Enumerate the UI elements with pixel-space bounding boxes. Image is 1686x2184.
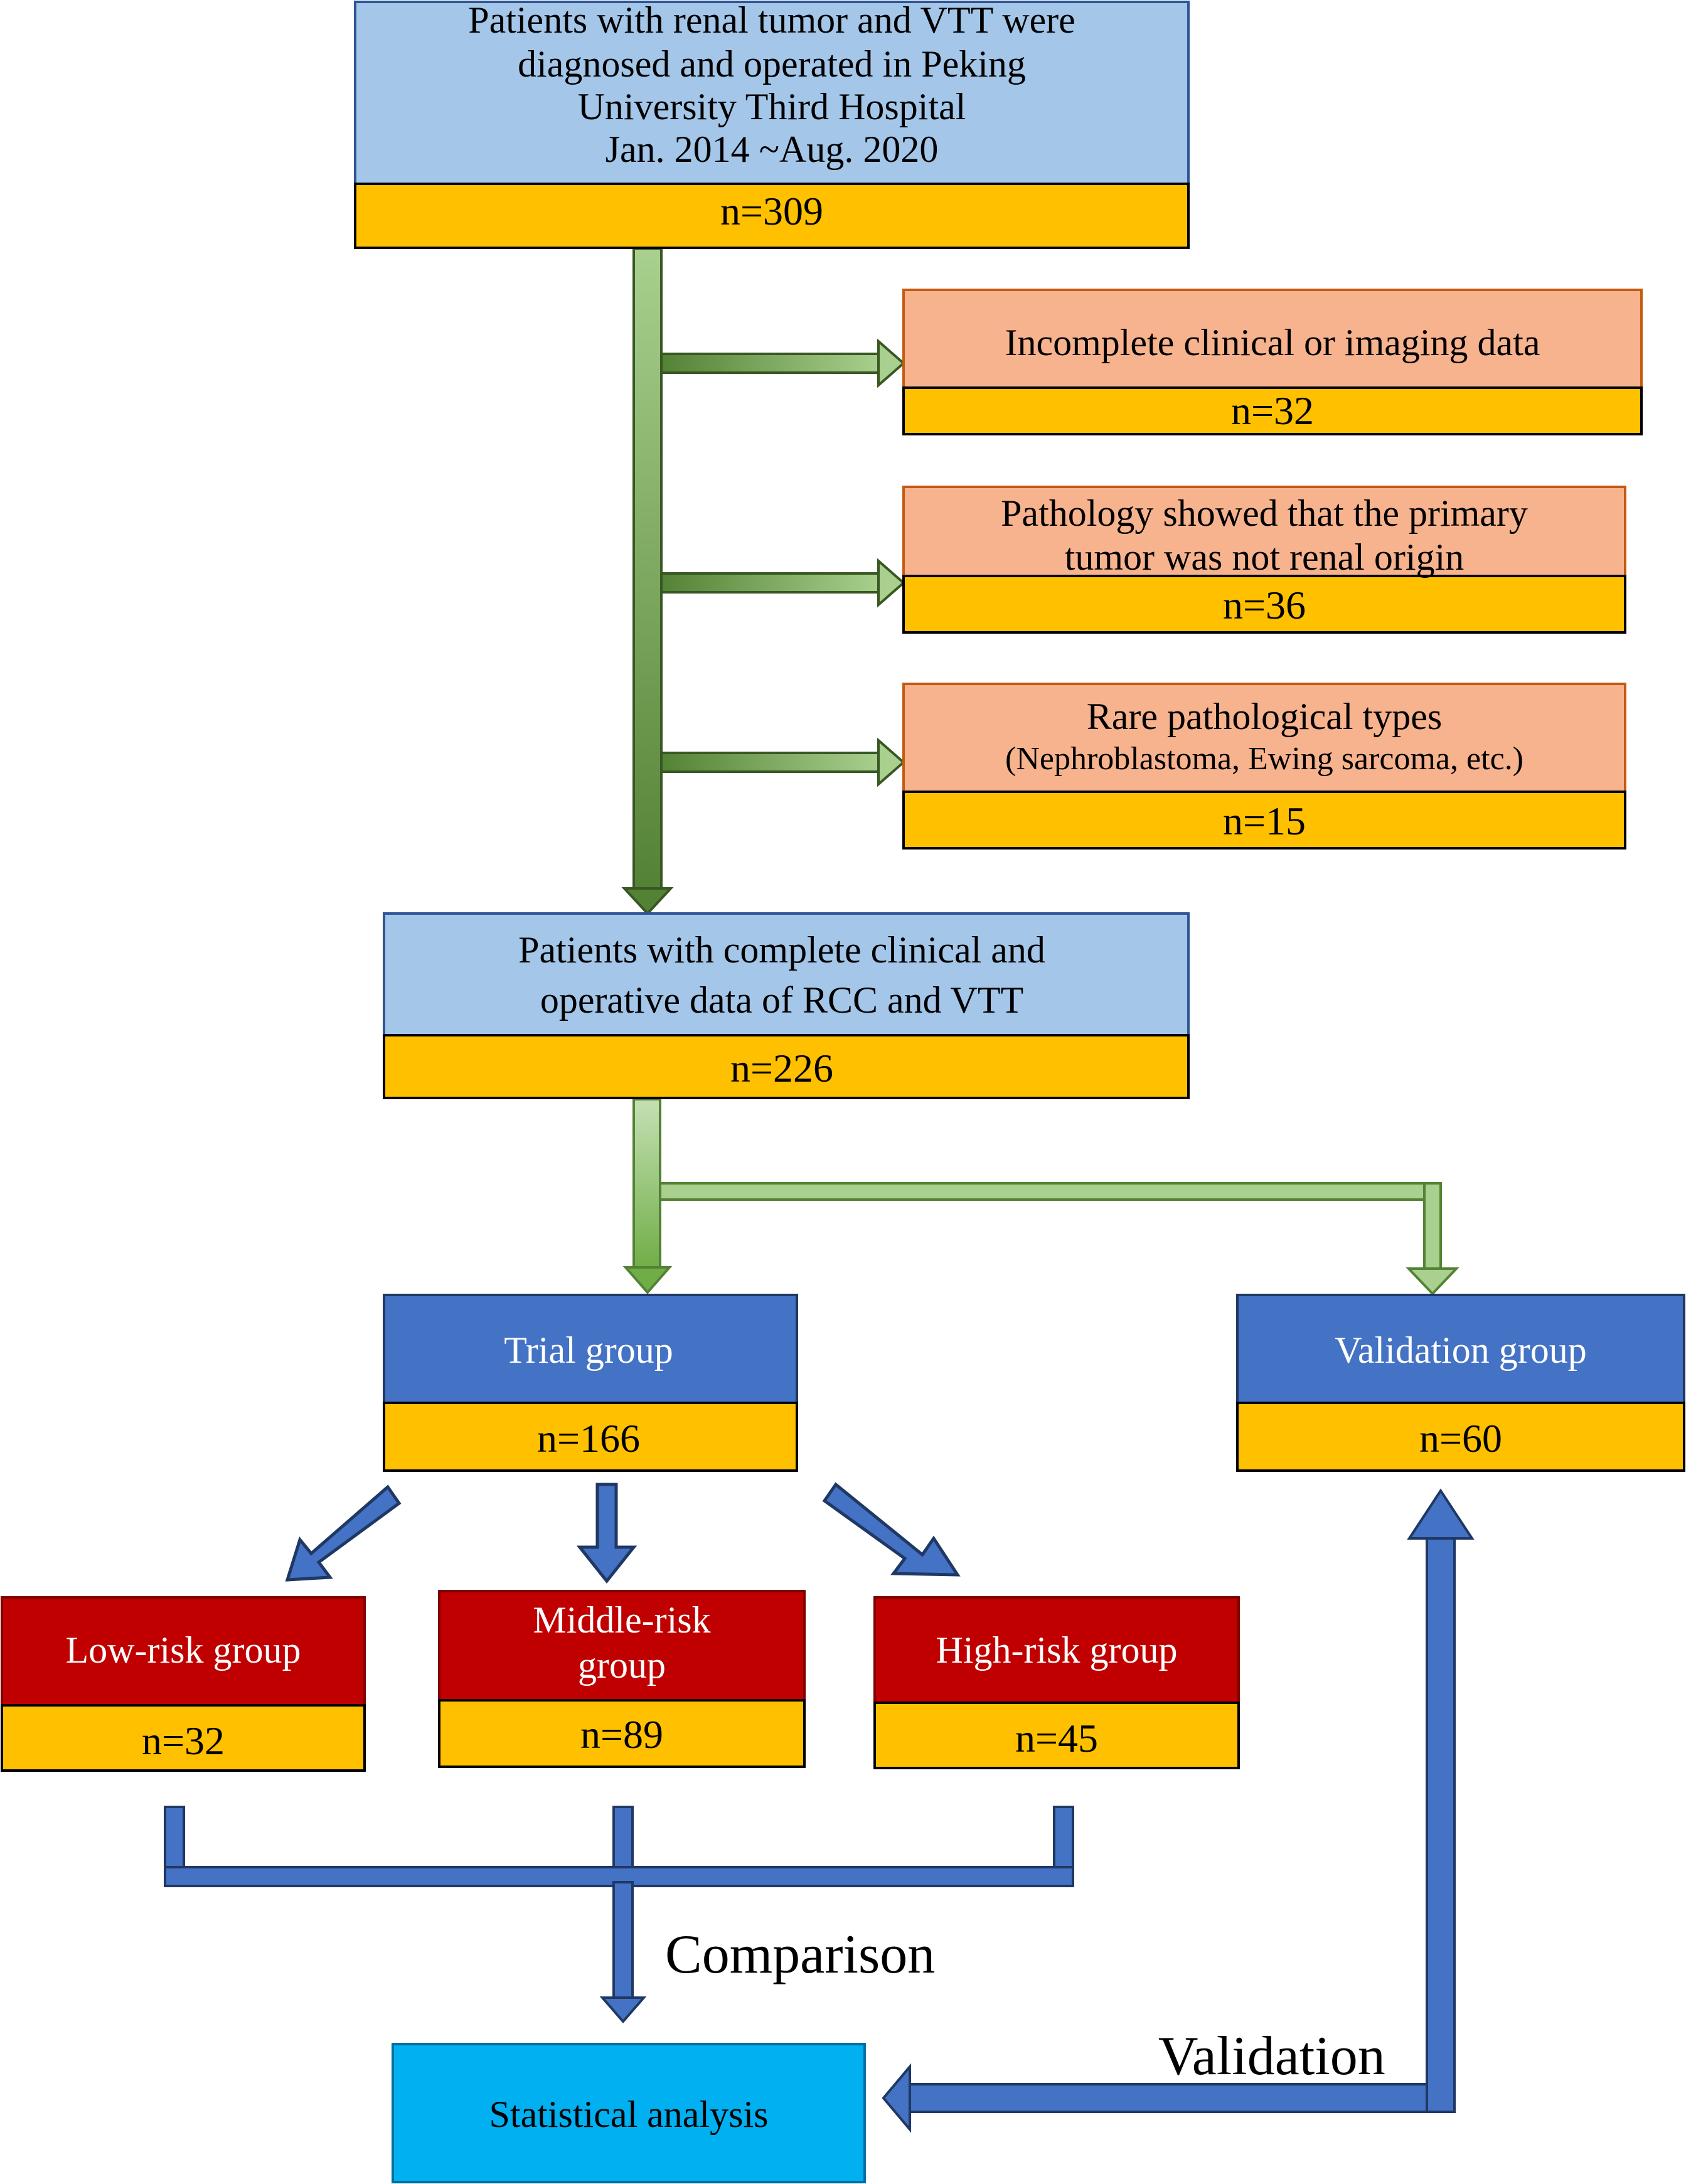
middle-risk-count: n=89 — [580, 1712, 663, 1757]
statistical-analysis-node: Statistical analysis — [392, 2043, 866, 2183]
middle-risk-group-node: Middle-risk group n=89 — [438, 1590, 806, 1768]
high-risk-count: n=45 — [1015, 1716, 1098, 1761]
comparison-bracket-arrow — [164, 1806, 1074, 2024]
exclusion-3-count: n=15 — [1223, 799, 1306, 843]
high-risk-label: High-risk group — [936, 1629, 1178, 1671]
low-risk-label: Low-risk group — [66, 1629, 301, 1671]
exclusion-branch-arrow-2 — [660, 558, 906, 608]
main-trunk-arrow — [621, 247, 674, 915]
split-arrow-validation — [659, 1182, 1459, 1296]
validation-group-node: Validation group n=60 — [1236, 1294, 1685, 1472]
start-line-4: Jan. 2014 ~Aug. 2020 — [606, 129, 939, 170]
validation-group-count: n=60 — [1419, 1416, 1502, 1461]
start-line-3: University Third Hospital — [578, 86, 966, 127]
exclusion-1-label: Incomplete clinical or imaging data — [1005, 322, 1540, 363]
low-risk-count: n=32 — [142, 1718, 225, 1763]
exclusion-node-1: Incomplete clinical or imaging data n=32 — [902, 289, 1643, 435]
trial-to-middle-risk-arrow — [576, 1483, 638, 1584]
validation-label: Validation — [1158, 2026, 1385, 2087]
start-line-1: Patients with renal tumor and VTT were — [468, 0, 1075, 41]
exclusion-node-2: Pathology showed that the primary tumor … — [902, 486, 1626, 634]
trial-group-label: Trial group — [504, 1329, 673, 1371]
low-risk-group-node: Low-risk group n=32 — [1, 1596, 366, 1772]
middle-risk-line-2: group — [578, 1644, 666, 1686]
trial-group-count: n=166 — [537, 1416, 640, 1461]
middle-risk-line-1: Middle-risk — [533, 1599, 710, 1641]
complete-line-1: Patients with complete clinical and — [518, 929, 1045, 971]
exclusion-2-count: n=36 — [1223, 583, 1306, 627]
validation-feedback-arrow — [882, 1488, 1475, 2133]
exclusion-branch-arrow-3 — [660, 737, 906, 787]
high-risk-group-node: High-risk group n=45 — [873, 1596, 1240, 1769]
trial-to-high-risk-arrow — [822, 1482, 961, 1577]
start-node: Patients with renal tumor and VTT were d… — [354, 0, 1190, 249]
exclusion-2-line-1: Pathology showed that the primary — [1001, 493, 1528, 534]
exclusion-2-line-2: tumor was not renal origin — [1065, 536, 1465, 578]
start-line-2: diagnosed and operated in Peking — [518, 43, 1026, 85]
complete-data-node: Patients with complete clinical and oper… — [383, 912, 1190, 1099]
trial-group-node: Trial group n=166 — [383, 1294, 798, 1472]
validation-group-label: Validation group — [1335, 1329, 1587, 1371]
exclusion-3-subtext: (Nephroblastoma, Ewing sarcoma, etc.) — [1005, 741, 1523, 777]
exclusion-node-3: Rare pathological types (Nephroblastoma,… — [902, 683, 1626, 850]
start-count: n=309 — [720, 189, 823, 233]
statistical-analysis-label: Statistical analysis — [489, 2094, 769, 2135]
trial-to-low-risk-arrow — [285, 1484, 402, 1582]
exclusion-3-label: Rare pathological types — [1087, 696, 1442, 737]
exclusion-branch-arrow-1 — [660, 338, 906, 388]
complete-count: n=226 — [730, 1046, 833, 1090]
complete-line-2: operative data of RCC and VTT — [540, 979, 1023, 1021]
exclusion-1-count: n=32 — [1231, 388, 1314, 433]
comparison-label: Comparison — [665, 1924, 935, 1985]
